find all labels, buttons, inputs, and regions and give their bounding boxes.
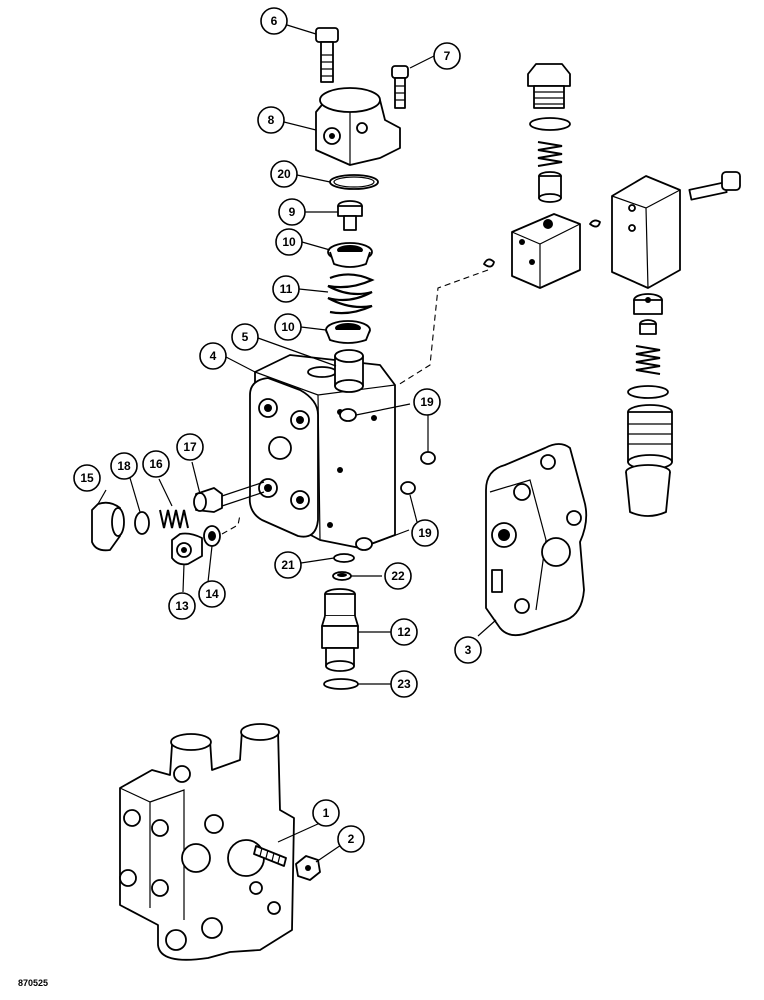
part-assembled-valve [119, 723, 295, 961]
part-o-ring-19-d [355, 537, 373, 551]
part-o-ring-19-c [400, 481, 416, 495]
part-o-ring-19-b [420, 451, 436, 465]
part-adjuster-relief [627, 404, 673, 470]
callout-1: 1 [312, 799, 340, 827]
part-cap-screw-7 [391, 65, 409, 109]
dashed-line-relief [397, 269, 489, 386]
callout-label: 5 [242, 330, 249, 344]
callout-9: 9 [278, 198, 306, 226]
part-block-relief [511, 213, 581, 289]
callout-22: 22 [384, 562, 412, 590]
callout-label: 10 [281, 320, 295, 334]
callout-20: 20 [270, 160, 298, 188]
part-washer-22 [332, 571, 352, 581]
part-spool-12 [321, 588, 359, 672]
callout-label: 19 [418, 526, 432, 540]
part-spring-relief-b [635, 345, 661, 375]
callout-label: 20 [277, 167, 291, 181]
callout-3: 3 [454, 636, 482, 664]
part-o-ring-23 [323, 678, 359, 690]
callout-4: 4 [199, 342, 227, 370]
callout-23: 23 [390, 670, 418, 698]
callout-label: 6 [271, 14, 278, 28]
part-o-ring-18 [134, 511, 150, 535]
callout-21: 21 [274, 551, 302, 579]
callout-label: 17 [183, 440, 197, 454]
callout-label: 18 [117, 459, 131, 473]
part-spool-end-5 [334, 349, 364, 393]
callout-label: 2 [348, 832, 355, 846]
callout-17: 17 [176, 433, 204, 461]
dashed-line-14 [221, 514, 241, 535]
callout-label: 22 [391, 569, 405, 583]
callout-label: 9 [289, 205, 296, 219]
part-o-ring-relief-b [627, 385, 669, 399]
callout-16: 16 [142, 450, 170, 478]
part-o-ring-21 [333, 553, 355, 563]
part-spring-seat-10-upper [327, 242, 373, 268]
callout-11: 11 [272, 275, 300, 303]
callout-5: 5 [231, 323, 259, 351]
callout-12: 12 [390, 618, 418, 646]
part-spring-11 [327, 273, 375, 315]
callout-label: 3 [465, 643, 472, 657]
callout-6: 6 [260, 7, 288, 35]
callout-label: 12 [397, 625, 411, 639]
callout-label: 4 [210, 349, 217, 363]
callout-label: 7 [444, 49, 451, 63]
part-nut-2 [295, 855, 321, 881]
callout-15: 15 [73, 464, 101, 492]
callout-label: 15 [80, 471, 94, 485]
callout-label: 13 [175, 599, 189, 613]
part-plug-15 [91, 501, 125, 552]
part-cap-screw-6 [315, 27, 339, 83]
callout-19-upper: 19 [413, 388, 441, 416]
leader-lines [97, 24, 497, 863]
part-washer-14 [203, 525, 221, 547]
callout-19-lower: 19 [411, 519, 439, 547]
part-poppet-relief [538, 171, 562, 203]
callout-10-upper: 10 [275, 228, 303, 256]
part-plunger-9 [337, 200, 363, 231]
part-stud-1 [253, 845, 287, 867]
callout-label: 14 [205, 587, 219, 601]
callout-label: 10 [282, 235, 296, 249]
part-side-cover-3 [485, 443, 588, 637]
callout-18: 18 [110, 452, 138, 480]
part-bolt-relief [688, 171, 741, 201]
part-block-main-relief [611, 175, 681, 289]
callout-label: 16 [149, 457, 163, 471]
part-valve-body-4 [248, 354, 396, 549]
callout-label: 23 [397, 677, 411, 691]
callout-label: 19 [420, 395, 434, 409]
part-fitting-relief [633, 293, 663, 335]
part-poppet-17 [193, 481, 265, 513]
part-cap-nut-relief [527, 63, 571, 109]
callout-label: 11 [280, 282, 293, 296]
callout-7: 7 [433, 42, 461, 70]
part-o-ring-relief-a [529, 117, 571, 131]
callout-2: 2 [337, 825, 365, 853]
part-housing-8 [315, 87, 401, 166]
part-spring-16 [159, 509, 189, 529]
part-spring-relief-a [537, 141, 563, 167]
callout-label: 1 [323, 806, 330, 820]
callout-10-lower: 10 [274, 313, 302, 341]
callout-13: 13 [168, 592, 196, 620]
callout-label: 21 [281, 558, 295, 572]
callout-label: 8 [268, 113, 275, 127]
part-cap-relief [625, 464, 671, 517]
part-o-ring-small-b [589, 219, 601, 228]
part-spring-seat-10-lower [325, 320, 371, 344]
callout-14: 14 [198, 580, 226, 608]
part-plug-13 [171, 532, 203, 566]
callout-8: 8 [257, 106, 285, 134]
part-o-ring-19-a [339, 408, 357, 422]
part-o-ring-small-a [483, 258, 495, 268]
figure-code: 870525 [18, 978, 49, 988]
